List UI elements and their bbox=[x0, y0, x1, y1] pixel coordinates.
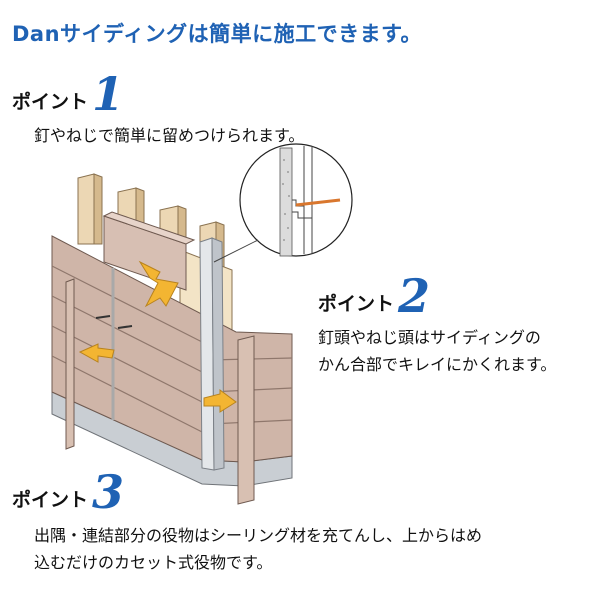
point-3-label: ポイント bbox=[12, 489, 89, 511]
point-2-desc-line-1: 釘頭やねじ頭はサイディングの bbox=[318, 328, 541, 347]
point-2-heading: ポイント 2 bbox=[318, 269, 431, 323]
point-3-desc-line-1: 出隅・連結部分の役物はシーリング材を充てんし、上からはめ bbox=[34, 526, 483, 545]
loose-board-top bbox=[102, 211, 196, 245]
point-2-number: 2 bbox=[398, 269, 431, 323]
point-3-desc-line-2: 込むだけのカセット式役物です。 bbox=[34, 553, 273, 572]
detail-nail-icon bbox=[295, 198, 341, 207]
point-1-heading: ポイント 1 bbox=[12, 67, 125, 121]
arrow-right-icon bbox=[203, 389, 237, 413]
corner-post-left bbox=[65, 278, 75, 450]
nail-icon bbox=[95, 315, 111, 319]
page-title: Danサイディングは簡単に施工できます。 bbox=[12, 22, 422, 46]
callout-leader bbox=[213, 239, 259, 263]
point-2-desc-line-2: かん合部でキレイにかくれます。 bbox=[318, 355, 557, 374]
point-1-desc-line: 釘やねじで簡単に留めつけられます。 bbox=[34, 126, 305, 145]
siding-joints bbox=[51, 265, 293, 437]
point-1-number: 1 bbox=[92, 67, 125, 121]
point-2-desc: 釘頭やねじ頭はサイディングの かん合部でキレイにかくれます。 bbox=[318, 324, 556, 378]
install-arrow-icon bbox=[138, 260, 179, 308]
point-1-desc: 釘やねじで簡単に留めつけられます。 bbox=[34, 122, 304, 149]
corner-trim-side bbox=[211, 237, 225, 471]
corner-post-right bbox=[237, 335, 255, 505]
point-2-label: ポイント bbox=[318, 293, 395, 315]
point-3-number: 3 bbox=[92, 465, 125, 519]
point-3-desc: 出隅・連結部分の役物はシーリング材を充てんし、上からはめ 込むだけのカセット式役… bbox=[34, 522, 482, 576]
nail-detail-callout bbox=[239, 143, 353, 257]
arrow-left-icon bbox=[78, 343, 115, 363]
nail-icon bbox=[117, 325, 133, 329]
point-1-label: ポイント bbox=[12, 91, 89, 113]
point-3-heading: ポイント 3 bbox=[12, 465, 125, 519]
